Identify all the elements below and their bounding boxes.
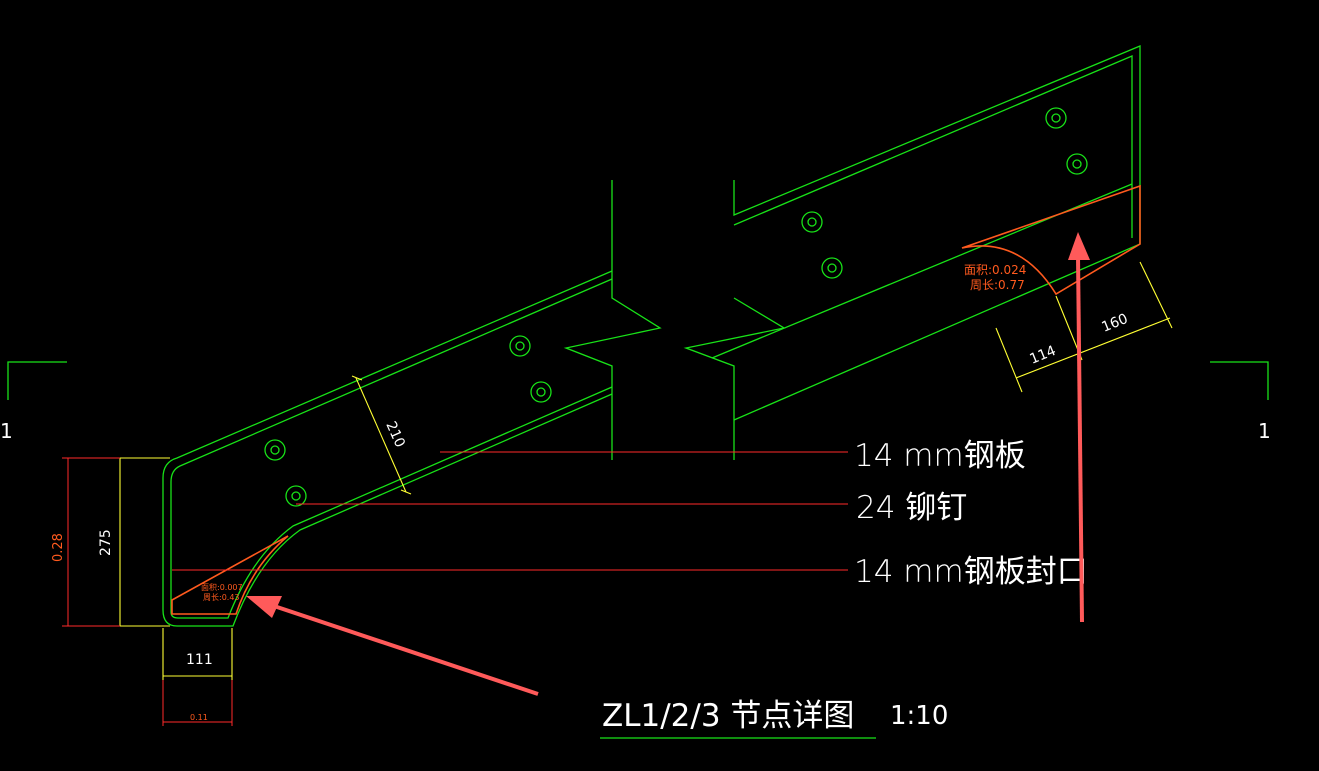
rivet-2 (285, 485, 307, 507)
dimension-011 (162, 680, 233, 726)
rivet-5 (801, 211, 823, 233)
dimension-111 (162, 628, 233, 680)
area-right-value: 面积:0.024 (964, 263, 1026, 277)
dimension-210-label: 210 (382, 419, 407, 450)
dimension-160-label: 160 (1100, 311, 1131, 336)
rivet-4 (530, 381, 552, 403)
callout-rivet: 24 铆钉 (856, 490, 967, 526)
dimension-028 (62, 457, 120, 627)
arrow-right (1068, 232, 1090, 623)
section-mark-left (7, 361, 67, 400)
rivet-1 (264, 439, 286, 461)
section-mark-right (1210, 361, 1269, 400)
seal-region-right (961, 184, 1141, 296)
rivet-7 (1045, 107, 1067, 129)
leader-lines (172, 451, 848, 571)
rivets (264, 107, 1088, 507)
rivet-3 (509, 335, 531, 357)
dimension-275-label: 275 (98, 529, 114, 556)
section-label-right: 1 (1258, 419, 1271, 443)
dimension-011-label: 0.11 (190, 713, 208, 722)
dimension-114-label: 114 (1028, 343, 1059, 368)
beam-outline-left (162, 180, 662, 627)
rivet-8 (1066, 153, 1088, 175)
dimension-028-label: 0.28 (51, 533, 66, 562)
callout-plate: 14 mm钢板 (854, 438, 1026, 474)
dimension-210 (351, 375, 412, 495)
perimeter-right-value: 周长:0.77 (970, 278, 1025, 292)
dimension-275 (112, 457, 170, 627)
drawing-scale: 1:10 (890, 701, 948, 731)
drawing-title: ZL1/2/3 节点详图 (602, 698, 854, 734)
arrow-left (246, 596, 539, 696)
callout-seal: 14 mm钢板封口 (854, 554, 1088, 590)
dimension-111-label: 111 (186, 652, 213, 668)
seal-region-left (171, 535, 289, 615)
section-label-left: 1 (0, 419, 13, 443)
perimeter-left-value: 周长:0.43 (203, 592, 240, 602)
rivet-6 (821, 257, 843, 279)
area-left-value: 面积:0.007 (201, 582, 243, 592)
